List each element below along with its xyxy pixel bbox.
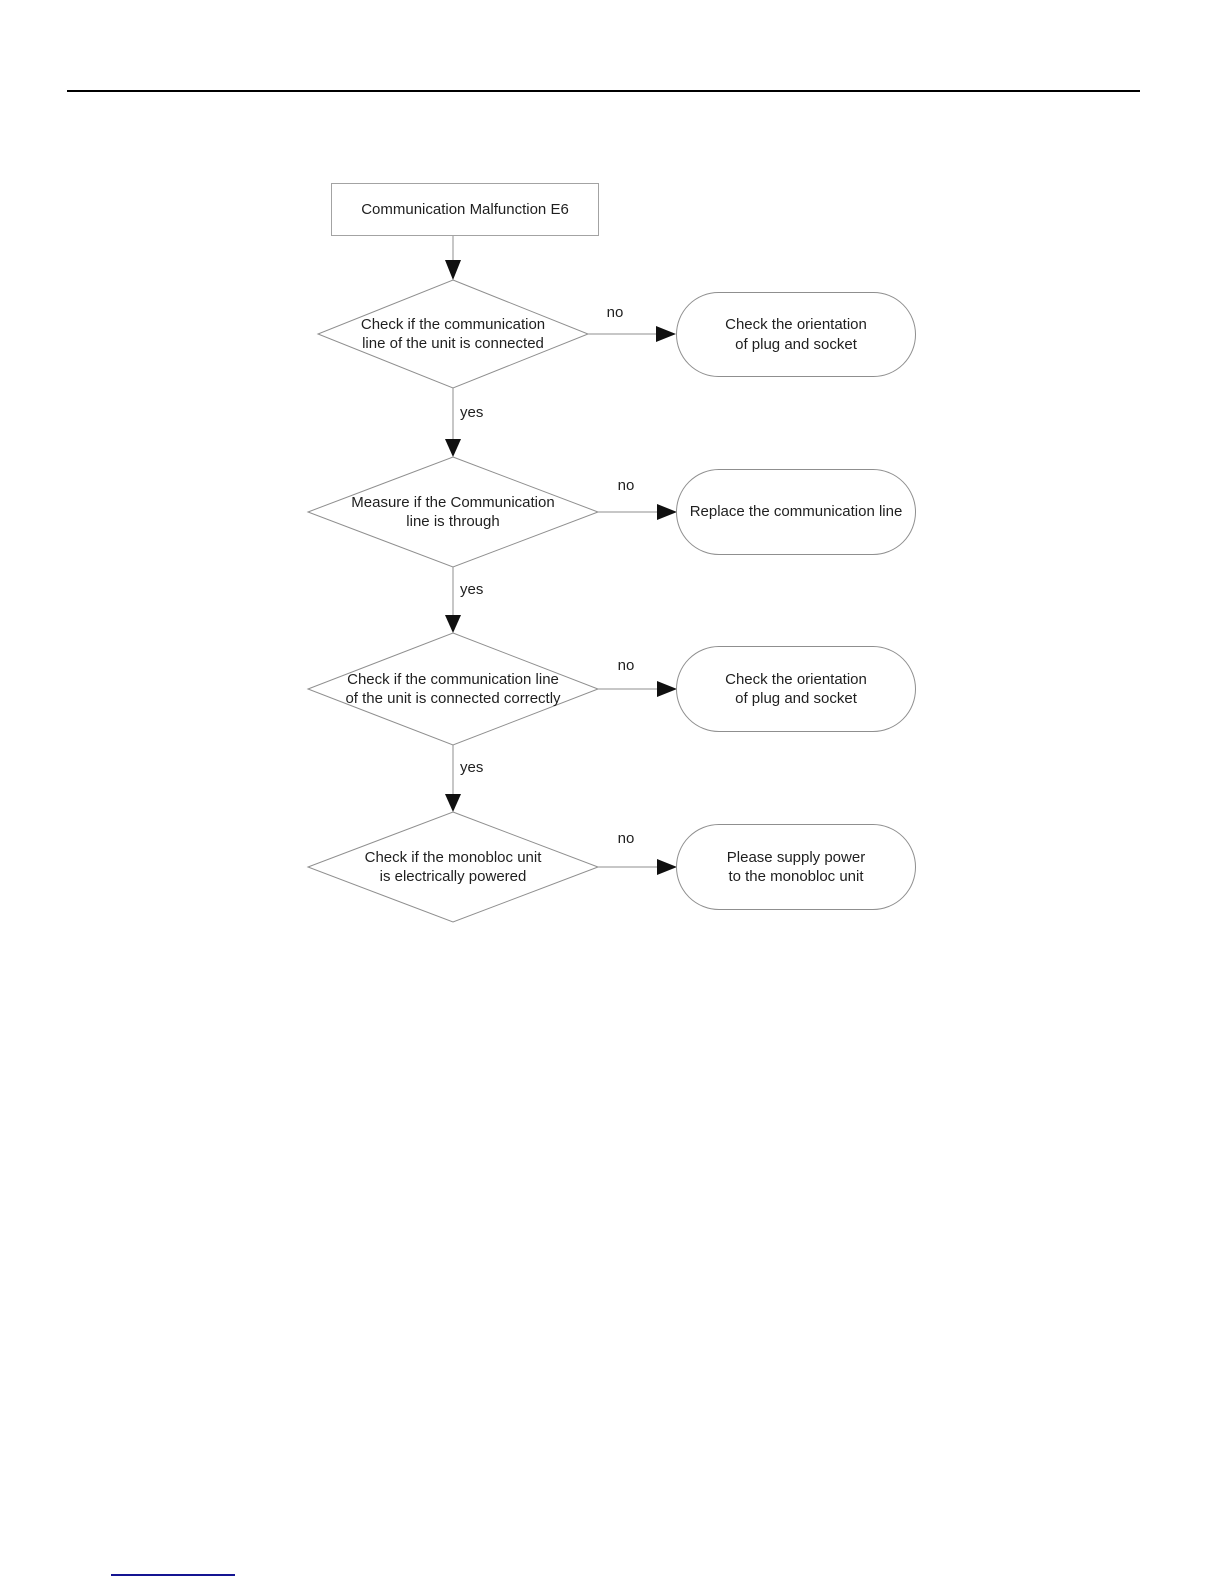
footnote-rule bbox=[111, 1574, 235, 1576]
decision-1-text: Check if the communication line of the u… bbox=[360, 315, 546, 353]
arrowhead-right-3-icon bbox=[657, 681, 677, 697]
yes-label-3: yes bbox=[460, 759, 484, 776]
decision-2-text: Measure if the Communication line is thr… bbox=[351, 493, 555, 531]
start-node: Communication Malfunction E6 bbox=[331, 183, 599, 236]
action-node-2: Replace the communication line bbox=[676, 469, 916, 555]
arrowhead-down-2-icon bbox=[445, 439, 461, 457]
no-label-4: no bbox=[617, 830, 635, 847]
yes-label-1: yes bbox=[460, 404, 484, 421]
no-label-1: no bbox=[606, 304, 624, 321]
no-label-2: no bbox=[617, 477, 635, 494]
decision-3-text: Check if the communication line of the u… bbox=[345, 670, 561, 708]
no-label-3: no bbox=[617, 657, 635, 674]
arrowhead-down-3-icon bbox=[445, 615, 461, 633]
arrowhead-down-4-icon bbox=[445, 794, 461, 812]
action-node-1: Check the orientation of plug and socket bbox=[676, 292, 916, 377]
arrowhead-down-1-icon bbox=[445, 260, 461, 280]
action-node-3: Check the orientation of plug and socket bbox=[676, 646, 916, 732]
arrowhead-right-1-icon bbox=[656, 326, 676, 342]
action-node-4: Please supply power to the monobloc unit bbox=[676, 824, 916, 910]
header-rule bbox=[67, 90, 1140, 92]
arrowhead-right-2-icon bbox=[657, 504, 677, 520]
yes-label-2: yes bbox=[460, 581, 484, 598]
decision-4-outline bbox=[306, 811, 600, 923]
flowchart-canvas bbox=[306, 236, 677, 923]
arrowhead-right-4-icon bbox=[657, 859, 677, 875]
decision-4-text: Check if the monobloc unit is electrical… bbox=[364, 848, 542, 886]
